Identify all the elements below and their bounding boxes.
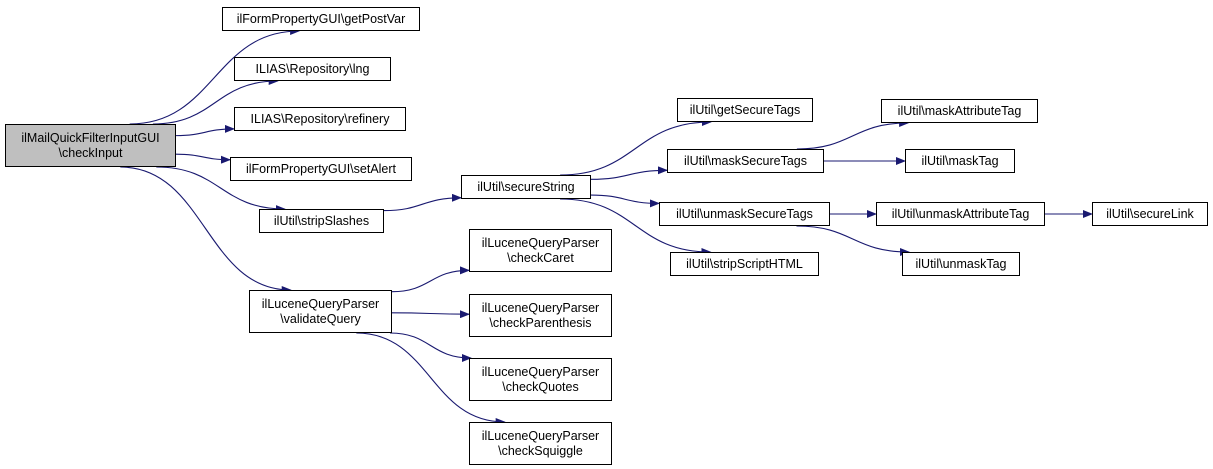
edge-unmasksecuretags-to-unmasktag (796, 225, 911, 256)
node-label-line2: \checkInput (58, 145, 123, 160)
node-label: ilUtil\secureString (477, 179, 575, 194)
edge-root-to-lng (152, 77, 279, 125)
node-label: ilFormPropertyGUI\getPostVar (236, 11, 406, 26)
node-label-line1: ilLuceneQueryParser (481, 235, 600, 250)
node-validatequery[interactable]: ilLuceneQueryParser \validateQuery (249, 290, 392, 333)
node-label: ilUtil\unmaskAttributeTag (891, 206, 1030, 221)
node-label-line1: ilMailQuickFilterInputGUI (21, 130, 160, 145)
edge-securestring-to-stripscripthtml (560, 198, 712, 256)
node-unmasktag[interactable]: ilUtil\unmaskTag (902, 252, 1020, 276)
edge-securestring-to-getsecuretags (560, 118, 712, 176)
node-label: ilUtil\stripScriptHTML (686, 256, 803, 271)
edge-securestring-to-masksecuretags (590, 166, 668, 180)
edge-root-to-stripslashes (156, 166, 286, 213)
node-lng[interactable]: ILIAS\Repository\lng (234, 57, 391, 81)
edge-root-to-setalert (175, 153, 231, 164)
node-label-line2: \checkParenthesis (489, 315, 592, 330)
node-masktag[interactable]: ilUtil\maskTag (905, 149, 1015, 173)
node-label-line1: ilLuceneQueryParser (481, 364, 600, 379)
node-label: ilUtil\unmaskSecureTags (676, 206, 813, 221)
node-label: ilUtil\maskAttributeTag (897, 103, 1022, 118)
edge-root-to-validatequery (120, 166, 292, 294)
node-root-checkinput: ilMailQuickFilterInputGUI \checkInput (5, 124, 176, 167)
node-label-line2: \checkQuotes (502, 379, 579, 394)
node-securelink[interactable]: ilUtil\secureLink (1092, 202, 1208, 226)
node-label: ilUtil\unmaskTag (915, 256, 1007, 271)
edge-root-to-refinery (175, 124, 235, 137)
edge-validatequery-to-checkcaret (391, 266, 470, 293)
node-label: ILIAS\Repository\refinery (250, 111, 390, 126)
node-unmasksecuretags[interactable]: ilUtil\unmaskSecureTags (659, 202, 830, 226)
node-maskattributetag[interactable]: ilUtil\maskAttributeTag (881, 99, 1038, 123)
node-securestring[interactable]: ilUtil\secureString (461, 175, 591, 199)
node-setalert[interactable]: ilFormPropertyGUI\setAlert (230, 157, 412, 181)
node-stripslashes[interactable]: ilUtil\stripSlashes (259, 209, 384, 233)
edge-validatequery-to-checkquotes (390, 332, 472, 362)
edge-stripslashes-to-securestring (383, 193, 462, 212)
node-getsecuretags[interactable]: ilUtil\getSecureTags (677, 98, 813, 122)
node-label: ilFormPropertyGUI\setAlert (245, 161, 397, 176)
node-label: ilUtil\maskSecureTags (684, 153, 807, 168)
node-label: ilUtil\secureLink (1106, 206, 1194, 221)
node-refinery[interactable]: ILIAS\Repository\refinery (234, 107, 406, 131)
node-label-line1: ilLuceneQueryParser (261, 296, 380, 311)
node-label: ilUtil\maskTag (921, 153, 999, 168)
node-getpostvar[interactable]: ilFormPropertyGUI\getPostVar (222, 7, 420, 31)
node-label-line1: ilLuceneQueryParser (481, 428, 600, 443)
node-checksquiggle[interactable]: ilLuceneQueryParser \checkSquiggle (469, 422, 612, 465)
node-label-line2: \checkCaret (507, 250, 574, 265)
node-label: ILIAS\Repository\lng (255, 61, 370, 76)
node-masksecuretags[interactable]: ilUtil\maskSecureTags (667, 149, 824, 173)
node-label-line2: \validateQuery (280, 311, 361, 326)
node-label: ilUtil\getSecureTags (689, 102, 801, 117)
edge-root-to-getpostvar (129, 27, 301, 125)
node-label-line2: \checkSquiggle (498, 443, 583, 458)
node-stripscripthtml[interactable]: ilUtil\stripScriptHTML (670, 252, 819, 276)
node-unmaskattributetag[interactable]: ilUtil\unmaskAttributeTag (876, 202, 1045, 226)
node-checkquotes[interactable]: ilLuceneQueryParser \checkQuotes (469, 358, 612, 401)
node-checkparenthesis[interactable]: ilLuceneQueryParser \checkParenthesis (469, 294, 612, 337)
edge-validatequery-to-checksquiggle (356, 332, 506, 426)
node-label: ilUtil\stripSlashes (273, 213, 370, 228)
node-label-line1: ilLuceneQueryParser (481, 300, 600, 315)
edge-securestring-to-unmasksecuretags (590, 194, 660, 208)
node-checkcaret[interactable]: ilLuceneQueryParser \checkCaret (469, 229, 612, 272)
edge-validatequery-to-checkparenthesis (391, 310, 470, 319)
edge-masksecuretags-to-maskattributetag (796, 119, 910, 150)
